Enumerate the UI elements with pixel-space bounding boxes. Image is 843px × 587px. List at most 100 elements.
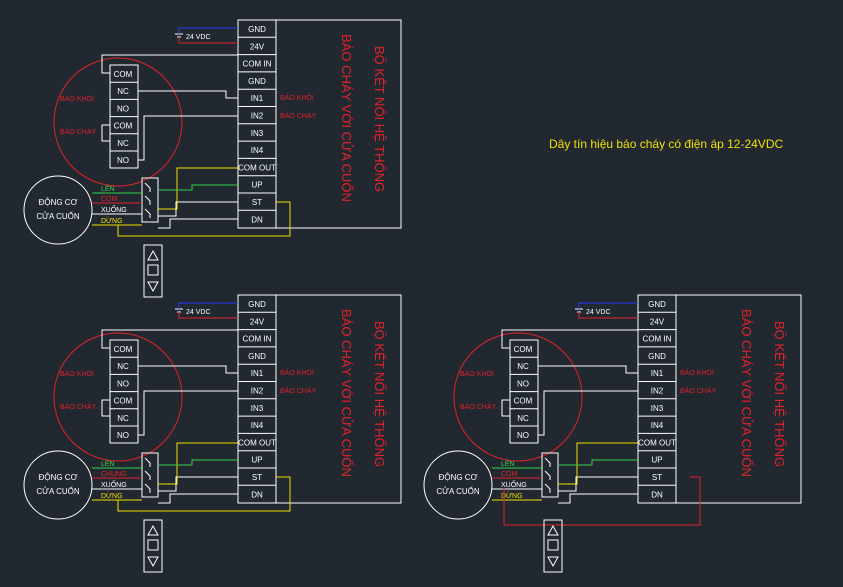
detector-contact-label: COM [114,397,133,406]
motor-wire-label: XUỐNG [101,479,127,489]
terminal-label: UP [251,181,262,190]
detector-contact-label: NO [117,379,129,388]
switch-block [141,452,159,498]
dn-out-wire [158,493,238,504]
terminal-label: COM IN [243,335,272,344]
detector-contact-label: COM [514,397,533,406]
panel-name-line2: BÁO CHÁY VỚI CỬA CUỐN [339,34,354,202]
motor-wire-label: XUỐNG [501,479,527,489]
in1-label: BÁO KHÓI [280,93,314,102]
diagram-title: Dây tín hiệu báo cháy có điện áp 12-24VD… [549,137,784,151]
motor-outline [23,450,93,520]
motor-wire-label: CHUNG [101,471,127,478]
com-out-wire [158,167,238,210]
terminal-label: GND [248,352,266,361]
smoke-label: BÁO KHÓI [60,369,94,378]
detector-contact-label: NC [117,139,129,148]
switch-contact [544,470,551,480]
power-label: 24 VDC [186,309,211,316]
terminal-label: 24V [650,317,665,326]
smoke-label: BÁO KHÓI [60,94,94,103]
in2-wire [138,390,238,436]
terminal-label: GND [648,352,666,361]
v24-wire [178,312,238,319]
terminal-label: ST [252,473,262,482]
motor-line2: CỬA CUỐN [36,211,80,221]
st-link-wire [158,476,238,492]
motor-wire-label: DỪNG [101,216,123,225]
terminal-label: COM OUT [638,438,676,447]
motor-wire-label: COM [101,196,118,203]
motor-wire-label: XUỐNG [101,204,127,214]
terminal-label: IN3 [251,129,264,138]
terminal-label: IN2 [651,387,664,396]
detector-contact-label: NO [117,104,129,113]
detector-contact-label: NO [117,156,129,165]
fire-label: BÁO CHÁY [60,402,97,411]
panel-name-line1: BỘ KẾT NỐI HỆ THỐNG [372,46,387,192]
in2-label: BÁO CHÁY [680,386,717,395]
terminal-label: IN1 [251,94,264,103]
terminal-label: COM OUT [238,438,276,447]
st-link-wire [158,201,238,217]
terminal-label: COM OUT [238,163,276,172]
in2-label: BÁO CHÁY [280,386,317,395]
power-label: 24 VDC [586,309,611,316]
detector-contact-label: NC [117,87,129,96]
fire-detector-outline [53,57,183,187]
panel-name-line1: BỘ KẾT NỐI HỆ THỐNG [772,321,787,467]
remote-up-arrow-icon [547,524,559,536]
com-in-wire [101,329,238,349]
com-out-wire [558,442,638,485]
terminal-label: GND [248,77,266,86]
remote-stop-icon [147,539,159,551]
detector-contact-label: NO [517,431,529,440]
remote-control [143,519,163,573]
switch-contact [144,457,151,467]
detector-contact-label: NC [117,414,129,423]
detector-contact-label: NO [117,431,129,440]
terminal-label: IN4 [251,421,264,430]
detector-contact-label: COM [514,345,533,354]
com-out-wire [158,442,238,485]
motor-outline [423,450,493,520]
terminal-label: 24V [250,42,265,51]
fire-detector-outline [53,332,183,462]
terminal-label: IN4 [651,421,664,430]
detector-contact-label: NC [517,362,529,371]
gnd-wire [178,302,238,309]
terminal-label: IN1 [651,369,664,378]
in1-label: BÁO KHÓI [280,368,314,377]
motor-wire-label: LÊN [101,184,115,193]
motor-wire-label: DỪNG [101,491,123,500]
remote-stop-icon [547,539,559,551]
up-out-wire [158,184,238,191]
remote-up-arrow-icon [147,249,159,261]
st-return-wire [117,201,291,237]
terminal-label: DN [251,215,263,224]
motor-wire-label: DỪNG [501,491,523,500]
motor-line1: ĐỘNG CƠ [39,473,78,482]
terminal-label: 24V [250,317,265,326]
terminal-label: COM IN [643,335,672,344]
motor-wire-label: LÊN [101,459,115,468]
switch-block [541,452,559,498]
in1-wire [538,365,638,374]
v24-wire [578,312,638,319]
motor-line2: CỬA CUỐN [36,486,80,496]
st-return-wire [503,476,701,526]
detector-contact-label: COM [114,70,133,79]
com-bridge-wire [101,399,110,417]
motor-line2: CỬA CUỐN [436,486,480,496]
detector-contact-label: COM [114,122,133,131]
up-out-wire [158,459,238,466]
switch-contact [144,470,151,480]
terminal-label: DN [651,490,663,499]
in1-wire [138,90,238,99]
in2-wire [538,390,638,436]
switch-contact [144,208,151,218]
motor-wire-label: COM [501,471,518,478]
gnd-wire [578,302,638,309]
